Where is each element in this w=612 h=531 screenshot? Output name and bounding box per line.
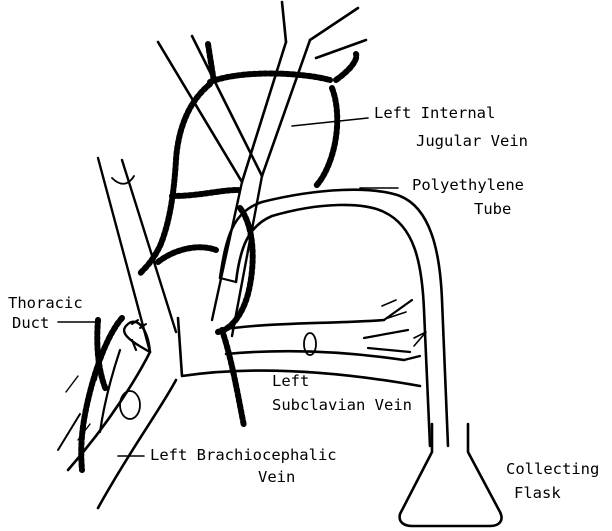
label-polyethylene-line-1: Polyethylene: [412, 176, 524, 195]
label-flask-line-1: Collecting: [506, 460, 599, 479]
label-internal-jugular-line-2: Jugular Vein: [416, 132, 528, 151]
label-subclavian-line-2: Subclavian Vein: [272, 396, 412, 415]
label-subclavian-line-1: Left: [272, 372, 309, 391]
internal-jugular-vein: [158, 2, 366, 336]
label-brachiocephalic-line-2: Vein: [258, 468, 295, 487]
label-internal-jugular-line-1: Left Internal: [374, 104, 495, 123]
collecting-flask: [400, 424, 502, 526]
subclavian-vein: [218, 300, 420, 360]
label-brachiocephalic-line-1: Left Brachiocephalic: [150, 446, 337, 465]
label-thoracic-duct-line-2: Duct: [12, 314, 49, 333]
label-thoracic-duct-line-1: Thoracic: [8, 294, 83, 313]
label-flask-line-2: Flask: [514, 484, 561, 503]
label-polyethylene-line-2: Tube: [474, 200, 511, 219]
